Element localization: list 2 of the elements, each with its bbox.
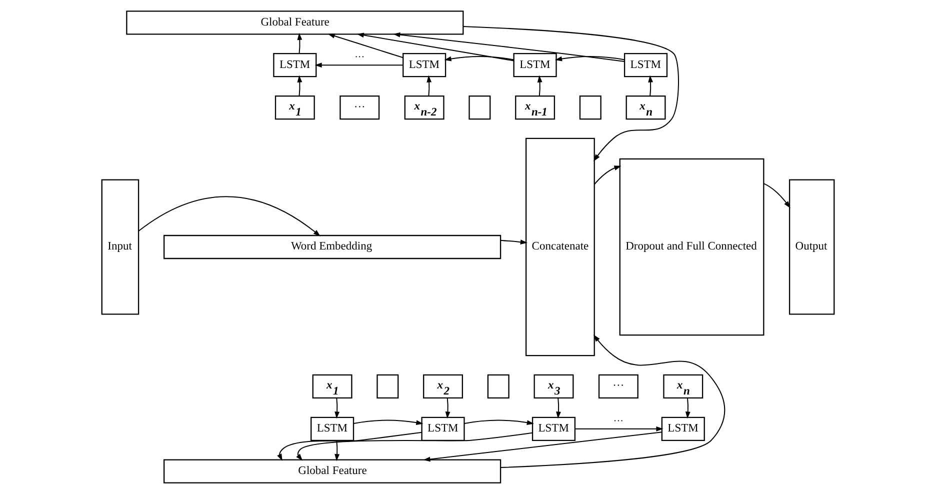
edge-label: ··· [354,52,365,64]
edge-label: ··· [613,416,624,428]
